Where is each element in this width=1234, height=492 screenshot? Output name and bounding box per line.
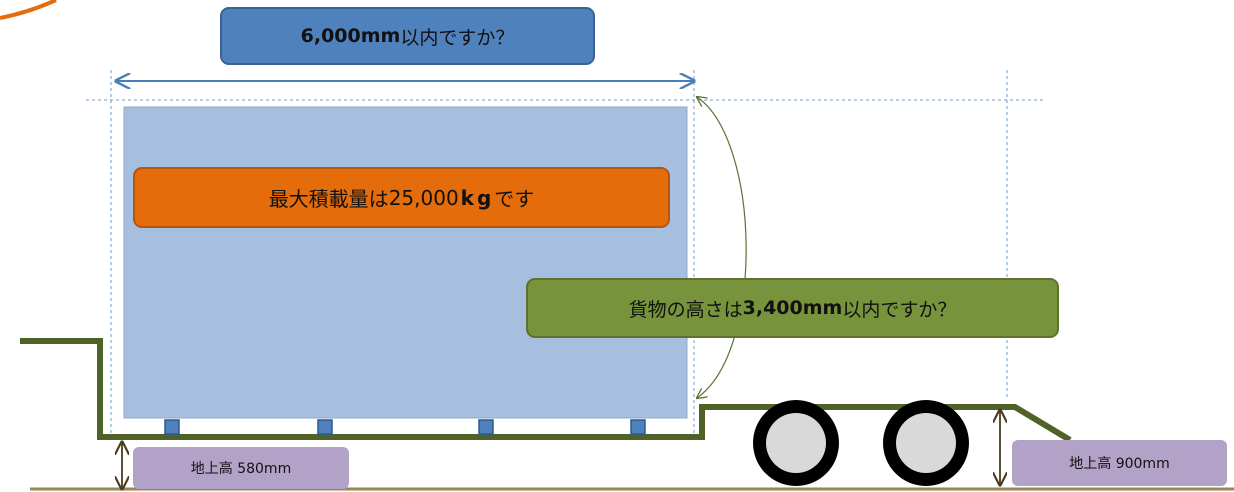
length-suffix: 以内ですか？ bbox=[400, 26, 515, 49]
cargo-supports bbox=[164, 419, 646, 435]
ground-height-high-label: 地上高 900mm bbox=[1069, 456, 1170, 472]
guide-lines bbox=[86, 70, 1045, 440]
height-suffix: 以内ですか？ bbox=[842, 298, 957, 321]
ground-height-low-label: 地上高 580mm bbox=[190, 461, 292, 477]
support-block bbox=[478, 419, 494, 435]
height-value: 3,400mm bbox=[742, 297, 843, 319]
height-arc-arrow bbox=[697, 97, 747, 398]
max-load-suffix: です bbox=[494, 187, 535, 211]
ground-height-low-box: 地上高 580mm bbox=[133, 447, 349, 489]
length-question-box: 6,000mm 以内ですか？ bbox=[220, 7, 595, 65]
max-load-unit: kg bbox=[460, 185, 495, 210]
height-prefix: 貨物の高さは bbox=[628, 298, 743, 321]
max-load-prefix: 最大積載量は bbox=[268, 187, 389, 211]
support-block bbox=[164, 419, 180, 435]
support-block bbox=[630, 419, 646, 435]
support-block bbox=[317, 419, 333, 435]
ground-height-high-box: 地上高 900mm bbox=[1012, 440, 1227, 486]
max-load-value: 25,000 bbox=[388, 185, 459, 210]
length-value: 6,000mm bbox=[300, 25, 401, 47]
wheel-rear bbox=[883, 400, 969, 486]
cargo-block bbox=[123, 106, 688, 419]
wheel-front bbox=[753, 400, 839, 486]
corner-arc-decoration bbox=[0, 0, 57, 20]
trailer-frame bbox=[20, 338, 1072, 443]
